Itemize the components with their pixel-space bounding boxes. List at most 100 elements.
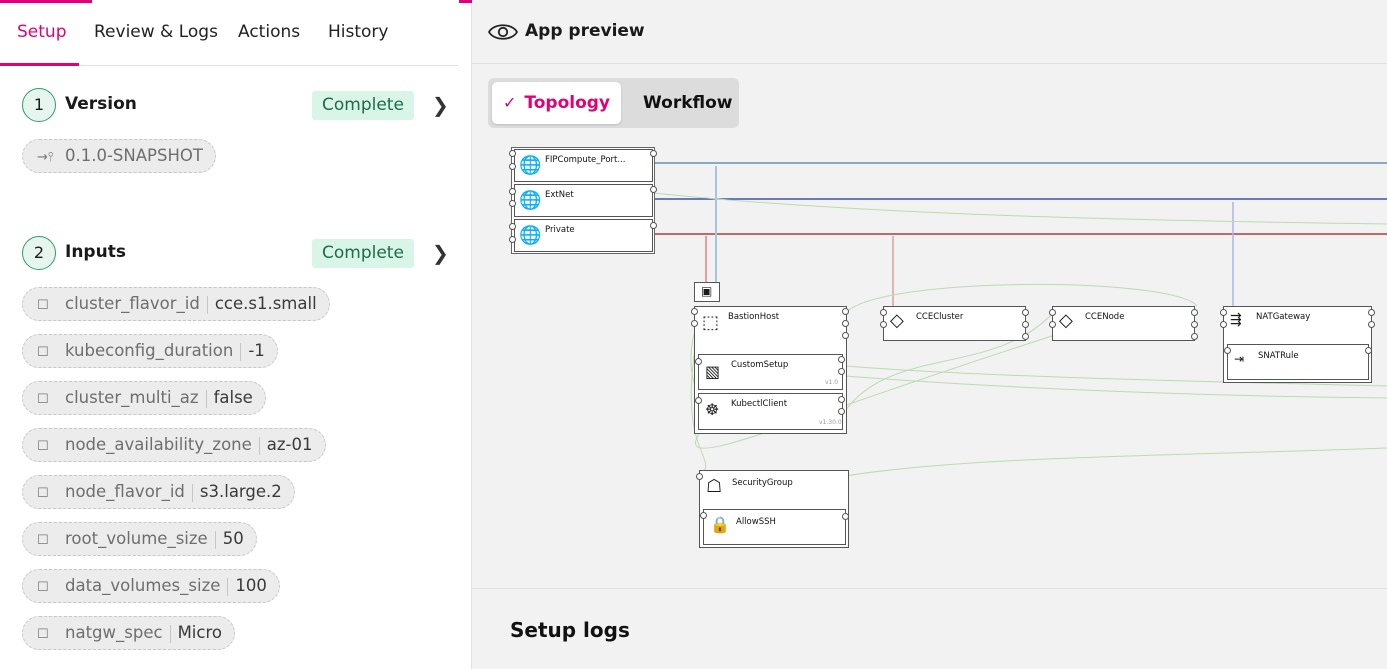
chevron-right-icon[interactable]: ❯ <box>432 241 449 265</box>
edit-icon: ☐ <box>37 439 49 454</box>
edit-icon: ☐ <box>37 627 49 642</box>
port <box>838 356 845 363</box>
tab-setup[interactable]: Setup <box>17 22 67 42</box>
step-version[interactable]: 1 Version Complete ❯ <box>22 88 452 122</box>
input-key: node_flavor_id <box>65 482 185 501</box>
socket-node[interactable]: ▣ <box>694 282 720 302</box>
input-key: natgw_spec <box>65 623 163 642</box>
port <box>842 513 849 520</box>
tab-underline <box>0 63 79 66</box>
topology-label: Topology <box>524 93 611 113</box>
tab-history[interactable]: History <box>328 22 389 42</box>
edit-icon: ☐ <box>37 580 49 595</box>
tab-actions[interactable]: Actions <box>238 22 301 42</box>
input-key: cluster_multi_az <box>65 388 199 407</box>
globe-lock-icon: 🌐 <box>519 190 542 211</box>
input-value: false <box>213 388 253 407</box>
ccecluster-node[interactable]: ◇ CCECluster <box>883 306 1026 341</box>
port <box>1049 321 1056 328</box>
input-value: 100 <box>235 576 267 595</box>
branch-icon: →⫯ <box>37 150 54 165</box>
lock-icon: 🔒 <box>710 515 730 534</box>
private-node[interactable]: 🌐 Private <box>514 219 653 252</box>
node-label: SNATRule <box>1258 351 1299 361</box>
allowssh-node[interactable]: 🔒 AllowSSH <box>703 509 846 545</box>
node-version: v1.30.0 <box>819 419 842 426</box>
node-label: BastionHost <box>728 312 780 322</box>
port <box>509 236 516 243</box>
kubernetes-icon: ☸ <box>705 400 720 419</box>
nat-icon: ⇶ <box>1230 312 1242 328</box>
fip-node[interactable]: 🌐 FIPCompute_Port... <box>514 149 653 182</box>
bastion-node[interactable]: ⬚ BastionHost <box>696 308 845 354</box>
port <box>691 308 698 315</box>
node-label: CCENode <box>1085 312 1125 322</box>
input-value: cce.s1.small <box>214 294 317 313</box>
cluster-icon: ◇ <box>890 310 904 331</box>
port <box>696 473 703 480</box>
edit-icon: ☐ <box>37 533 49 548</box>
tab-review-logs[interactable]: Review & Logs <box>94 22 218 42</box>
view-toggle: ✓Topology Workflow <box>488 78 739 128</box>
chevron-right-icon[interactable]: ❯ <box>432 93 449 117</box>
port <box>842 320 849 327</box>
input-key: node_availability_zone <box>65 435 252 454</box>
node-label: Private <box>545 225 575 235</box>
input-chip: ☐kubeconfig_duration-1 <box>22 334 278 368</box>
step-inputs[interactable]: 2 Inputs Complete ❯ <box>22 236 452 270</box>
port <box>1191 309 1198 316</box>
kubectl-node[interactable]: ☸ KubectlClient v1.30.0 <box>698 393 843 430</box>
input-chip: ☐ node_availability_zone az-01 <box>22 428 326 462</box>
port <box>1022 309 1029 316</box>
edit-icon: ☐ <box>37 486 49 501</box>
port <box>509 188 516 195</box>
snat-node[interactable]: ⇥ SNATRule <box>1227 344 1369 380</box>
ccenode-node[interactable]: ◇ CCENode <box>1052 306 1195 341</box>
port <box>650 150 657 157</box>
preview-header: App preview <box>472 0 1387 64</box>
port <box>1220 309 1227 316</box>
port <box>1049 309 1056 316</box>
topology-canvas[interactable]: 🌐 FIPCompute_Port... 🌐 ExtNet 🌐 Private … <box>472 136 1387 586</box>
port <box>838 368 845 375</box>
node-label: NATGateway <box>1256 312 1311 322</box>
port <box>509 163 516 170</box>
port <box>1365 347 1372 354</box>
port <box>838 408 845 415</box>
eye-icon <box>488 24 518 40</box>
node-label: FIPCompute_Port... <box>545 155 626 165</box>
version-value: 0.1.0-SNAPSHOT <box>65 146 203 165</box>
setup-logs-title: Setup logs <box>510 618 630 642</box>
node-version: v1.0 <box>825 379 839 386</box>
step-title: Inputs <box>65 242 126 262</box>
input-key: cluster_flavor_id <box>65 294 200 313</box>
step-title: Version <box>65 94 137 114</box>
port <box>650 222 657 229</box>
step-number: 2 <box>22 236 56 270</box>
input-key: kubeconfig_duration <box>65 341 234 360</box>
port <box>700 512 707 519</box>
customsetup-node[interactable]: ▧ CustomSetup v1.0 <box>698 354 843 390</box>
extnet-node[interactable]: 🌐 ExtNet <box>514 184 653 217</box>
workflow-button[interactable]: Workflow <box>643 93 733 113</box>
port <box>509 223 516 230</box>
port <box>1368 309 1375 316</box>
port <box>1022 321 1029 328</box>
network-lock-icon: ☖ <box>706 476 723 497</box>
tab-bar: Setup Review & Logs Actions History <box>0 0 458 66</box>
node-label: CCECluster <box>916 312 964 322</box>
port <box>880 309 887 316</box>
port <box>1191 321 1198 328</box>
version-chip: →⫯ 0.1.0-SNAPSHOT <box>22 139 216 173</box>
edit-icon: ☐ <box>37 298 49 313</box>
topology-button[interactable]: ✓Topology <box>492 82 621 124</box>
port <box>1191 333 1198 340</box>
port <box>1022 333 1029 340</box>
input-value: az-01 <box>266 435 313 454</box>
port <box>509 150 516 157</box>
input-key: root_volume_size <box>65 529 208 548</box>
